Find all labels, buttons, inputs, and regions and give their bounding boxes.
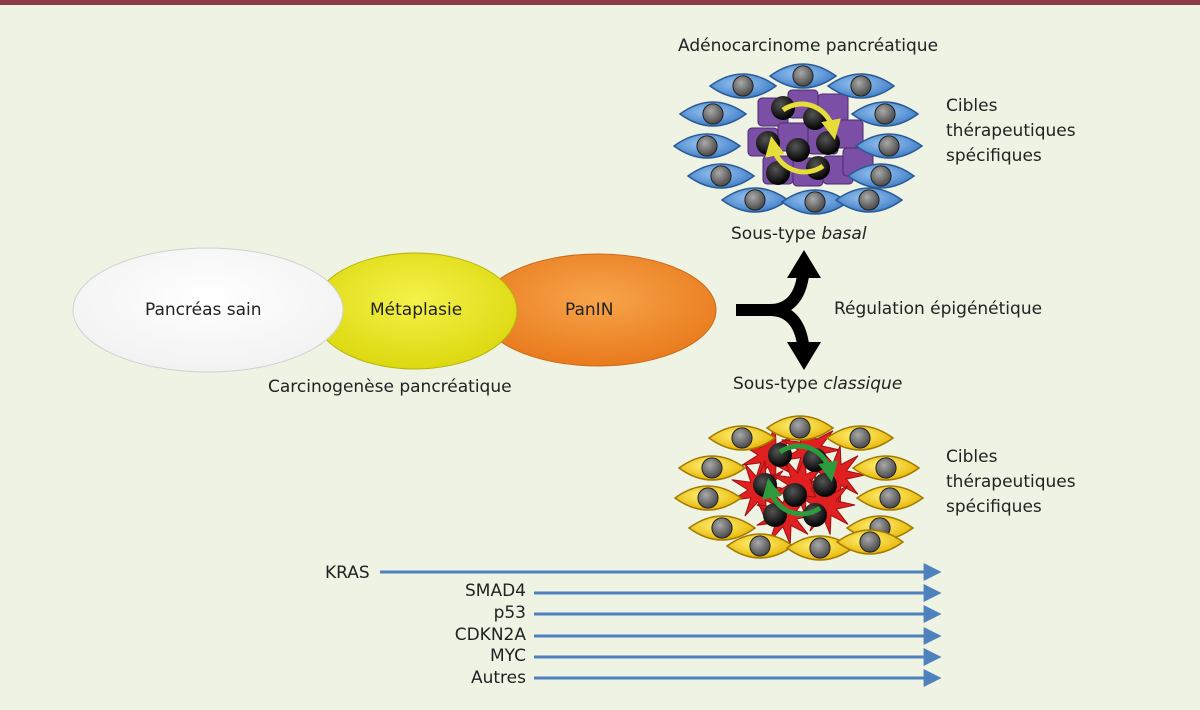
targets-top-line-1: Cibles — [946, 96, 998, 116]
regulation-label: Régulation épigénétique — [834, 299, 1043, 319]
basal-cell-nucleus — [696, 135, 718, 157]
cycle-arrow-top — [781, 101, 841, 140]
stage-label-panin: PanIN — [565, 300, 614, 320]
carcinogenesis-label: Carcinogenèse pancréatique — [268, 377, 512, 397]
classic-cell-nucleus — [859, 531, 881, 553]
stage-label-metaplasia: Métaplasie — [370, 300, 463, 320]
stage-ellipses — [72, 247, 717, 373]
classic-cell-nucleus — [701, 457, 723, 479]
mutation-arrows — [380, 563, 942, 687]
cycle-arrow-bottom — [765, 136, 825, 175]
basal-cell-nucleus — [870, 165, 892, 187]
classic-cell-nucleus — [809, 537, 831, 559]
mutation-label-myc: MYC — [490, 646, 526, 666]
dark-nucleus — [816, 131, 840, 155]
basal-cell-nucleus — [878, 135, 900, 157]
healthy-pancreas-ellipse — [72, 247, 344, 373]
classic-cell-nucleus — [879, 487, 901, 509]
stage-label-healthy: Pancréas sain — [145, 300, 262, 320]
basal-cell-nucleus — [732, 75, 754, 97]
mutation-label-smad4: SMAD4 — [465, 581, 526, 601]
basal-cell-nucleus — [792, 65, 814, 87]
basal-cell-nucleus — [744, 189, 766, 211]
classic-cell-nucleus — [875, 457, 897, 479]
mutation-label-autres: Autres — [470, 668, 526, 688]
subtype-basal-label: Sous-type basal — [731, 224, 867, 244]
bifurcation-arrow — [736, 250, 821, 370]
basal-cell-nucleus — [850, 75, 872, 97]
targets-bottom-line-2: thérapeutiques — [946, 472, 1076, 492]
top-rule — [0, 0, 1200, 5]
classic-cell-nucleus — [731, 427, 753, 449]
subtype-basal-name: basal — [821, 224, 867, 244]
mutation-label-kras: KRAS — [325, 563, 370, 583]
mutation-label-cdkn2a: CDKN2A — [454, 625, 526, 645]
classic-cell-nucleus — [749, 535, 771, 557]
classic-tumor-illustration — [673, 415, 925, 561]
basal-cell-nucleus — [804, 191, 826, 213]
cycle-arrow-top — [778, 443, 838, 482]
diagram-title: Adénocarcinome pancréatique — [678, 36, 939, 56]
classic-cell-nucleus — [789, 417, 811, 439]
basal-cell-nucleus — [710, 165, 732, 187]
dark-nucleus — [783, 483, 807, 507]
targets-bottom-line-3: spécifiques — [946, 497, 1042, 517]
targets-top-line-3: spécifiques — [946, 146, 1042, 166]
classic-cell-nucleus — [849, 427, 871, 449]
mutation-label-p53: p53 — [493, 603, 526, 623]
basal-cell-nucleus — [858, 189, 880, 211]
basal-tumor-illustration — [672, 63, 924, 215]
basal-cell-nucleus — [874, 103, 896, 125]
subtype-basal-prefix: Sous-type — [731, 224, 822, 244]
classic-cell-nucleus — [711, 517, 733, 539]
subtype-classic-label: Sous-type classique — [733, 374, 902, 394]
targets-bottom-line-1: Cibles — [946, 447, 998, 467]
subtype-classic-prefix: Sous-type — [733, 374, 824, 394]
dark-nucleus — [786, 138, 810, 162]
classic-cell-nucleus — [697, 487, 719, 509]
dark-nucleus — [813, 473, 837, 497]
subtype-classic-name: classique — [823, 374, 903, 394]
basal-cell-nucleus — [702, 103, 724, 125]
targets-top-line-2: thérapeutiques — [946, 121, 1076, 141]
cycle-arrow-bottom — [762, 478, 822, 517]
dark-nucleus — [803, 503, 827, 527]
